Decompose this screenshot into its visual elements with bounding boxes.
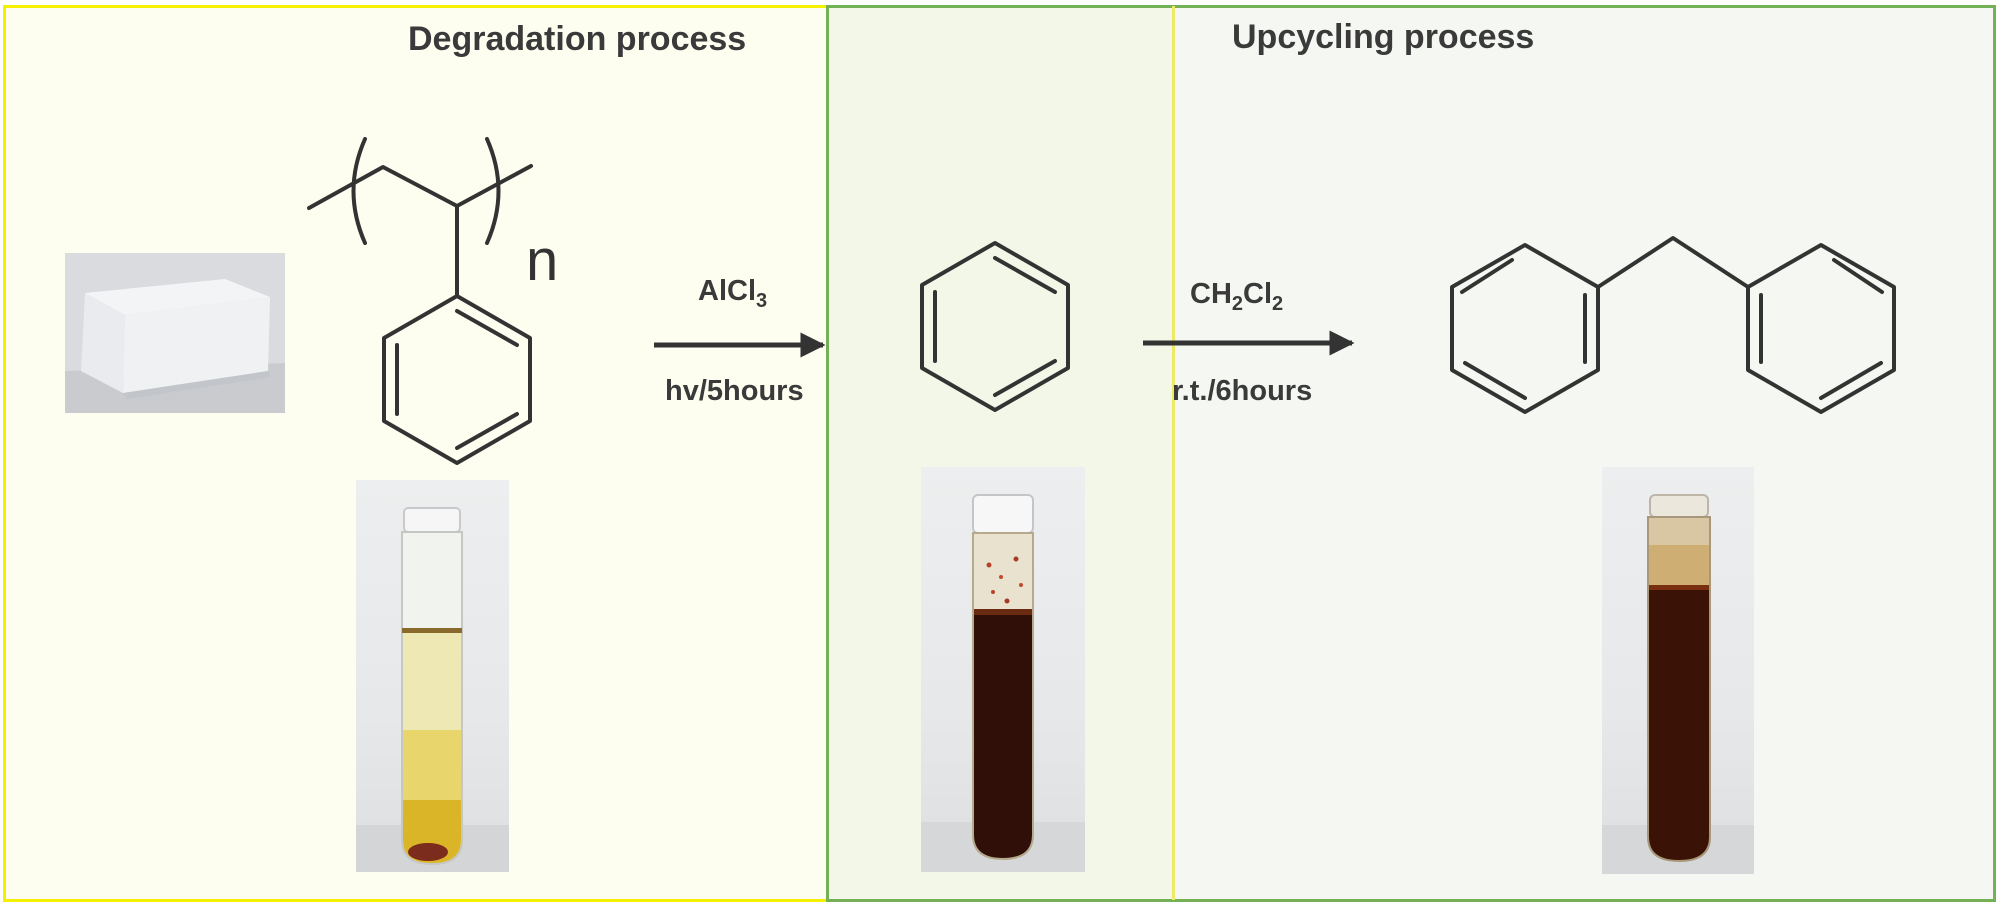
polymer-right-bracket	[485, 137, 501, 245]
degradation-tube-photo	[356, 480, 509, 872]
reagent-ch2cl2-part-cl: Cl	[1243, 278, 1273, 310]
diphenylmethane-tube-photo	[1602, 467, 1754, 874]
reagent-ch2cl2-sub-2: 2	[1272, 292, 1284, 315]
benzene-tube-drawing	[921, 494, 1085, 872]
repeat-unit-label: n	[526, 228, 558, 293]
reagent-ch2cl2-part-ch: CH	[1190, 278, 1232, 310]
upcycling-title: Upcycling process	[1232, 18, 1535, 56]
diphenylmethane-structure	[1450, 236, 1896, 414]
benzene-tube-photo	[921, 467, 1085, 872]
polymer-benzene-ring	[382, 294, 532, 465]
polymer-backbone	[307, 164, 533, 210]
reagent-alcl3-text: AlCl	[698, 275, 756, 307]
polymer-left-bracket	[351, 137, 367, 245]
degradation-tube-drawing	[356, 507, 509, 872]
degradation-panel-edge	[1172, 6, 1175, 900]
benzene-structure	[920, 241, 1070, 412]
polystyrene-foam-drawing	[65, 253, 285, 413]
reagent-ch2cl2: CH2Cl2	[1190, 278, 1283, 316]
polystyrene-structure	[307, 137, 533, 465]
condition-hv-5hours: hv/5hours	[665, 375, 804, 407]
reagent-alcl3-subscript: 3	[756, 289, 768, 312]
diphenylmethane-tube-drawing	[1602, 494, 1754, 874]
degradation-title: Degradation process	[408, 20, 747, 58]
reagent-ch2cl2-sub-1: 2	[1231, 292, 1244, 315]
condition-rt-6hours: r.t./6hours	[1172, 375, 1313, 407]
reagent-alcl3: AlCl3	[698, 275, 767, 313]
polystyrene-foam-photo	[65, 253, 285, 413]
